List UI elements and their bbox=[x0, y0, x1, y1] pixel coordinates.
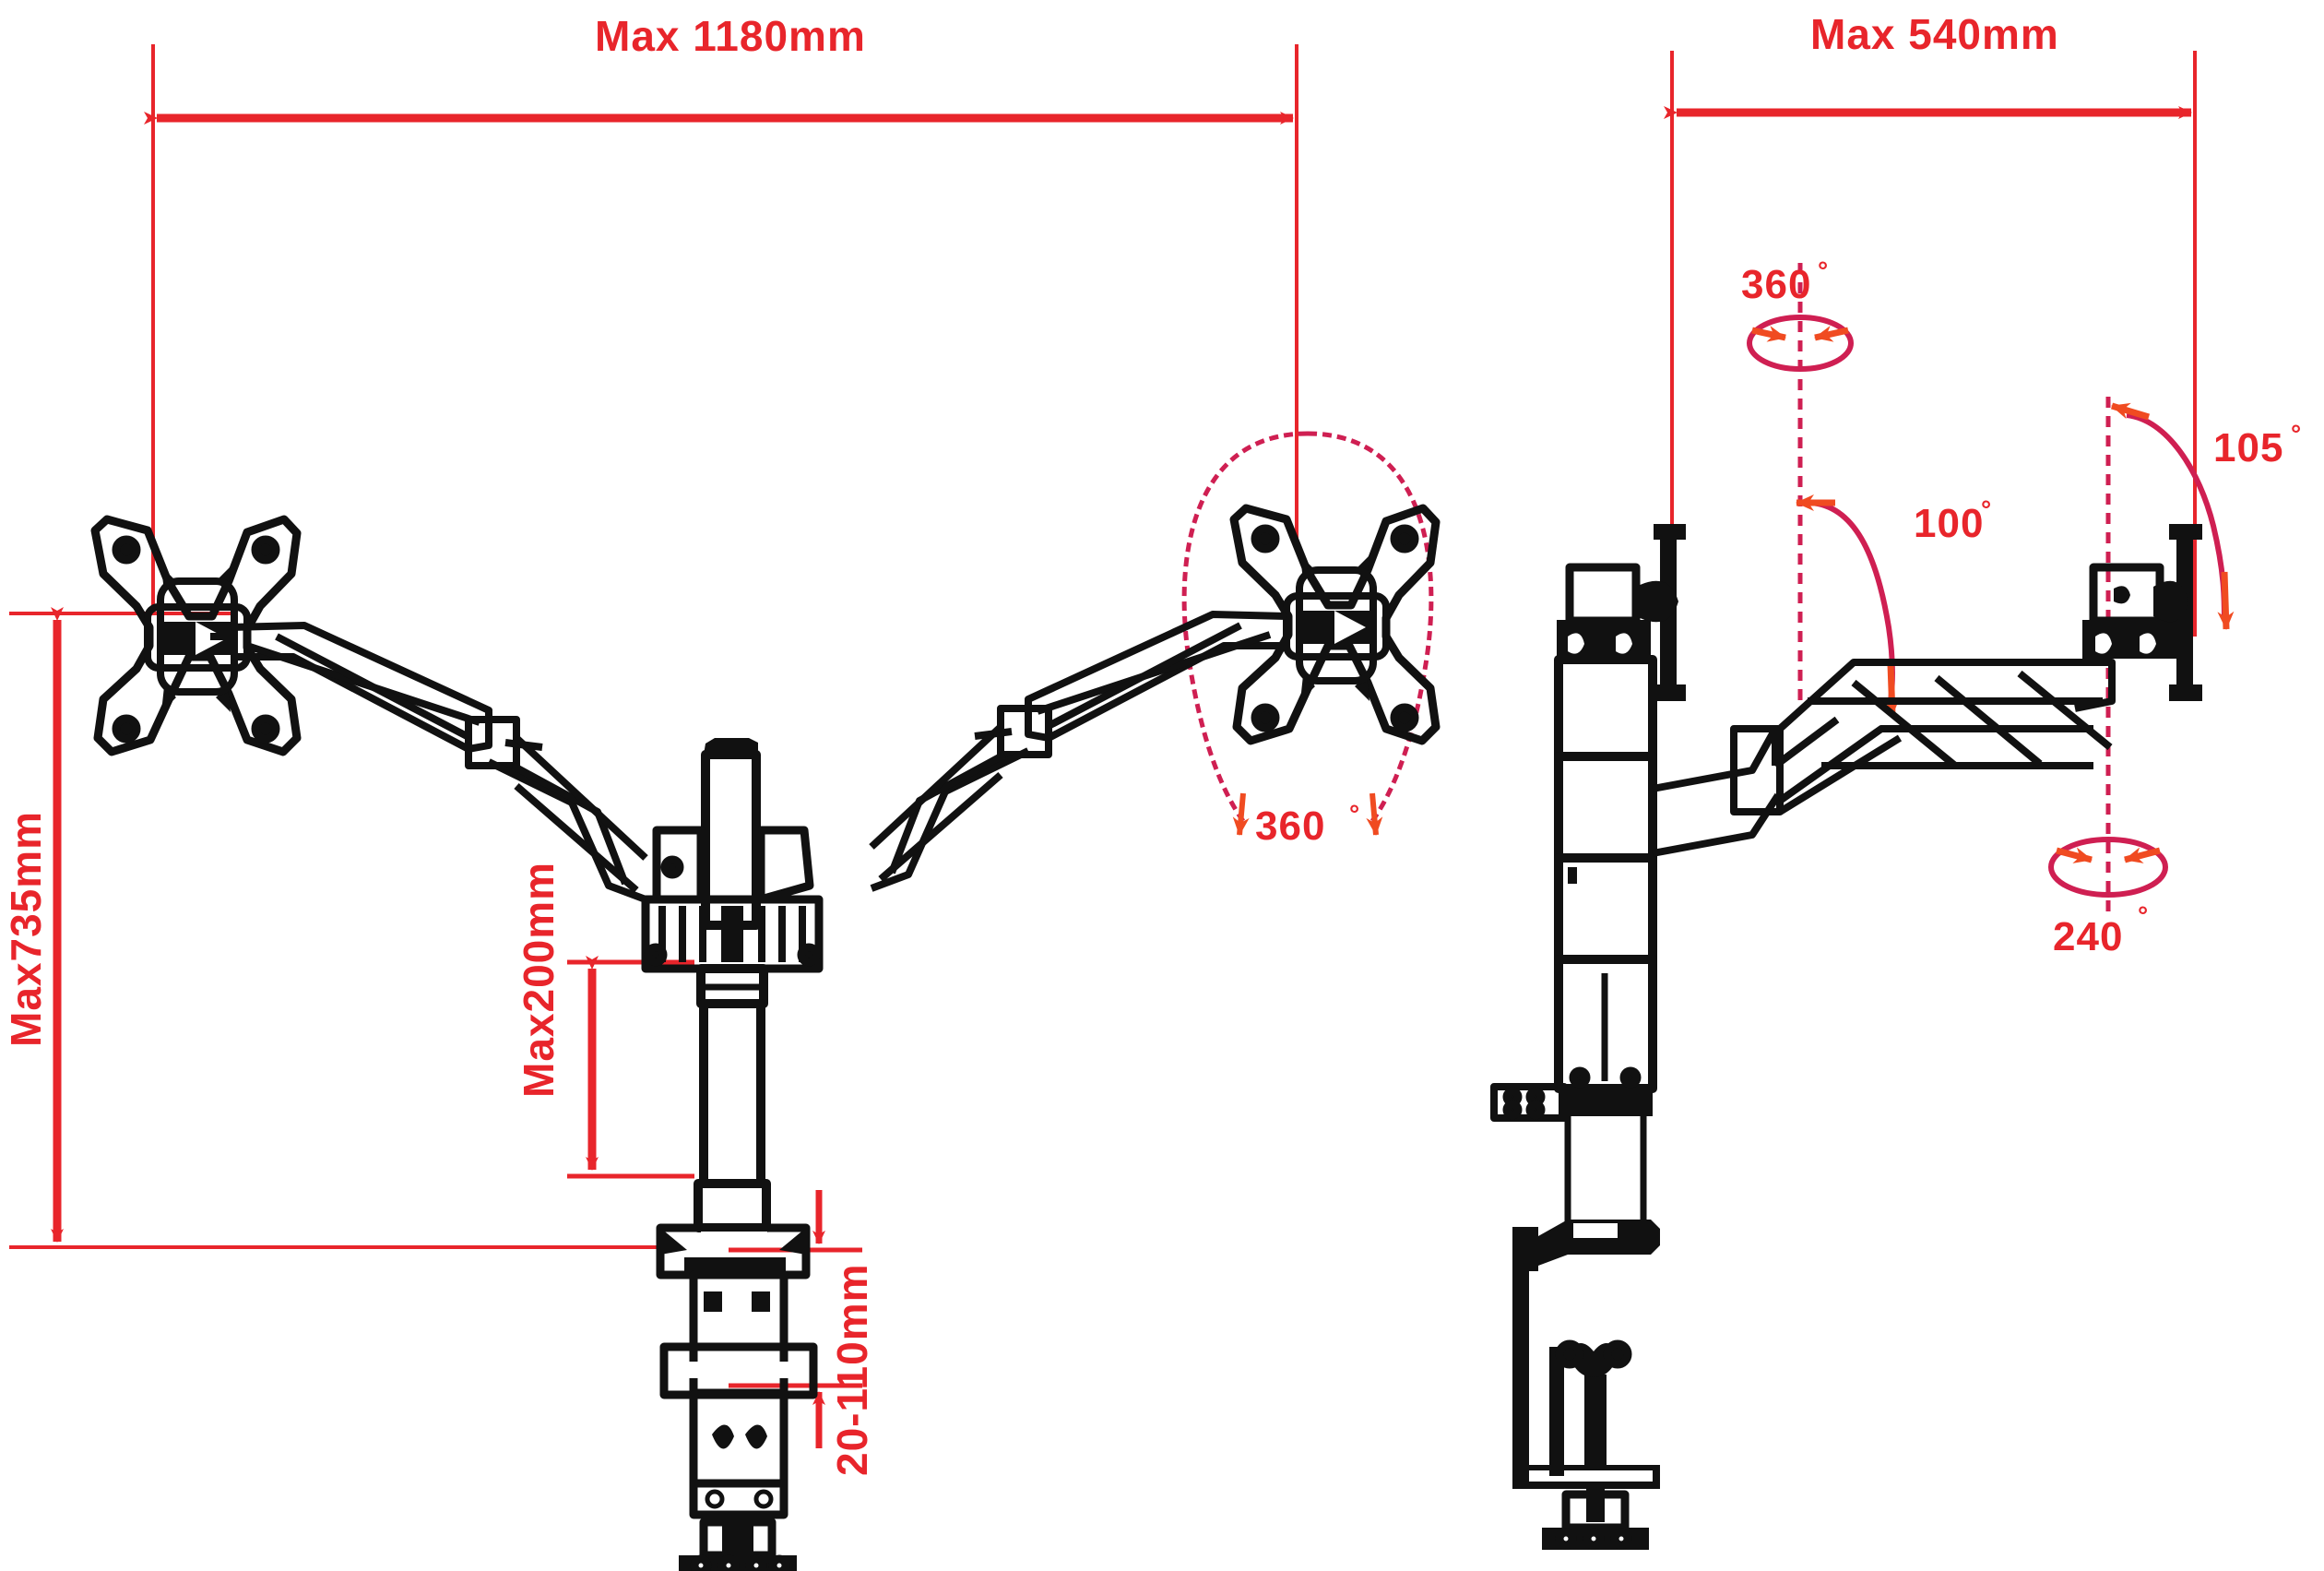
annotation-arm-tilt: 100 ° bbox=[1796, 494, 1992, 716]
dim-max-width-label: Max 1180mm bbox=[595, 12, 866, 60]
pole-front bbox=[656, 964, 818, 1571]
annotation-base-swivel-degree: ° bbox=[1818, 256, 1829, 285]
dim-max-height: Max735mm bbox=[2, 607, 678, 1249]
side-monitor-bracket-right bbox=[2082, 524, 2202, 701]
annotation-arm-tilt-label: 100 bbox=[1914, 501, 1984, 546]
arm-left bbox=[210, 622, 648, 903]
dim-max-pole-travel-label: Max200mm bbox=[515, 862, 563, 1098]
side-pole bbox=[1490, 655, 1657, 1236]
side-arm bbox=[1652, 659, 2116, 857]
annotation-head-swivel-label: 240 bbox=[2053, 914, 2123, 959]
annotation-base-swivel: 360 ° bbox=[1741, 256, 1854, 701]
dim-max-pole-travel: Max200mm bbox=[515, 862, 694, 1179]
annotation-monitor-rotation-degree: ° bbox=[1349, 800, 1360, 828]
dim-max-height-label: Max735mm bbox=[2, 811, 50, 1047]
annotation-base-swivel-label: 360 bbox=[1741, 262, 1811, 307]
annotation-screen-tilt-label: 105 bbox=[2213, 425, 2283, 470]
side-desk-clamp bbox=[1512, 1220, 1660, 1550]
side-monitor-bracket-left bbox=[1557, 524, 1686, 701]
annotation-monitor-rotation: 360 ° bbox=[1181, 431, 1434, 849]
front-view-group: Max 1180mm Max735mm Max200mm 20-110mm bbox=[2, 12, 1441, 1571]
annotation-screen-tilt-degree: ° bbox=[2291, 420, 2302, 448]
annotation-head-swivel-degree: ° bbox=[2138, 901, 2149, 930]
side-view-group: Max 540mm 360 ° 100 ° 105 ° bbox=[1490, 10, 2302, 1550]
annotation-arm-tilt-degree: ° bbox=[1981, 495, 1992, 524]
dim-desk-thickness-label: 20-110mm bbox=[828, 1264, 876, 1477]
dim-max-reach: Max 540mm bbox=[1664, 10, 2197, 637]
dim-max-reach-label: Max 540mm bbox=[1810, 10, 2059, 58]
dim-max-width: Max 1180mm bbox=[144, 12, 1298, 609]
vesa-plate-right bbox=[1229, 504, 1441, 745]
annotation-monitor-rotation-label: 360 bbox=[1255, 803, 1325, 849]
annotation-screen-tilt: 105 ° bbox=[2110, 402, 2302, 630]
center-hub-front bbox=[641, 738, 824, 973]
vesa-plate-left bbox=[90, 515, 302, 756]
arm-right bbox=[869, 611, 1287, 892]
